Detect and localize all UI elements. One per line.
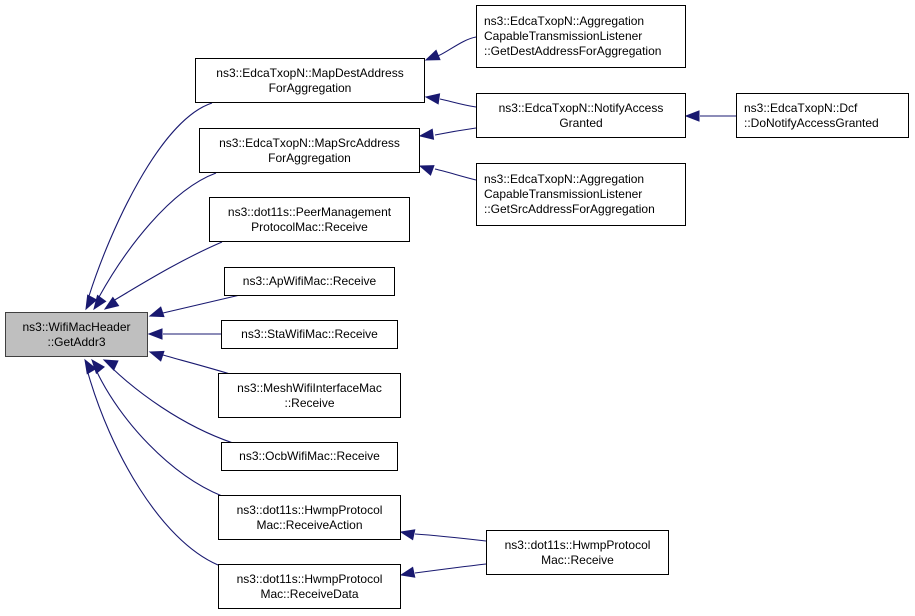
arrowhead-icon [424,49,441,61]
node-label-line: Mac::Receive [541,552,614,567]
node-notifyaccess[interactable]: ns3::EdcaTxopN::NotifyAccess Granted [476,93,686,138]
arrowhead-icon [93,294,107,311]
node-label-line: ns3::EdcaTxopN::Aggregation [484,172,645,186]
node-label-line: ns3::MeshWifiInterfaceMac [237,380,382,395]
node-dcfnotify[interactable]: ns3::EdcaTxopN::Dcf ::DoNotifyAccessGran… [736,93,909,138]
node-label-line: ForAggregation [268,80,352,95]
node-label-line: ns3::WifiMacHeader [22,319,131,334]
edge-hwmpreceive-to-hwmpaction [414,533,487,542]
node-label-line: ns3::EdcaTxopN::MapSrcAddress [219,135,400,150]
node-label-line: Mac::ReceiveData [260,586,359,601]
arrowhead-icon [85,294,98,311]
arrowhead-icon [399,566,416,578]
edge-peermgmt-to-getaddr3 [112,241,223,302]
node-apwifi[interactable]: ns3::ApWifiMac::Receive [224,267,395,296]
arrowhead-icon [148,350,165,362]
node-label-line: CapableTransmissionListener [484,29,643,43]
node-hwmpreceive[interactable]: ns3::dot11s::HwmpProtocol Mac::Receive [486,530,669,575]
edge-mapsrc-to-getaddr3 [98,172,217,298]
node-mapsrc[interactable]: ns3::EdcaTxopN::MapSrcAddress ForAggrega… [199,128,420,173]
edge-hwmpaction-to-getaddr3 [96,371,223,497]
edge-mapdest-to-getaddr3 [88,102,213,297]
arrowhead-icon [84,358,97,375]
node-label-line: Granted [559,115,603,130]
arrowhead-icon [147,328,163,340]
edge-apwifi-to-getaddr3 [162,294,241,314]
arrowhead-icon [418,165,435,176]
arrowhead-icon [424,93,441,105]
node-label-line: ns3::EdcaTxopN::Aggregation [484,14,645,28]
node-peermgmt[interactable]: ns3::dot11s::PeerManagement ProtocolMac:… [209,197,410,242]
edge-notifyaccess-to-mapsrc [434,127,477,136]
node-getdestagg[interactable]: ns3::EdcaTxopN::Aggregation CapableTrans… [476,5,686,68]
node-label-line: ns3::EdcaTxopN::Dcf [744,100,858,115]
node-label-line: ::Receive [284,395,335,410]
node-mapdest[interactable]: ns3::EdcaTxopN::MapDestAddress ForAggreg… [195,58,425,103]
arrowhead-icon [148,306,165,318]
node-ocbwifi[interactable]: ns3::OcbWifiMac::Receive [221,442,398,471]
node-hwmpdata[interactable]: ns3::dot11s::HwmpProtocol Mac::ReceiveDa… [218,564,401,609]
node-getaddr3: ns3::WifiMacHeader ::GetAddr3 [5,312,148,357]
node-label-line: ForAggregation [268,150,351,165]
node-label-line: ::DoNotifyAccessGranted [744,115,879,130]
node-label-line: ns3::EdcaTxopN::NotifyAccess [498,100,664,115]
edge-getsrcagg-to-mapsrc [434,168,477,181]
arrowhead-icon [103,296,120,310]
edge-hwmpdata-to-getaddr3 [87,372,219,566]
node-meshwifi[interactable]: ns3::MeshWifiInterfaceMac ::Receive [218,373,401,418]
node-stawifi[interactable]: ns3::StaWifiMac::Receive [221,320,398,349]
arrowhead-icon [418,128,435,140]
arrowhead-icon [91,358,105,375]
arrowhead-icon [102,359,119,371]
node-label-line: ns3::dot11s::PeerManagement [227,204,392,219]
node-label-line: ns3::OcbWifiMac::Receive [239,449,380,463]
edge-meshwifi-to-getaddr3 [162,354,231,375]
edge-ocbwifi-to-getaddr3 [111,367,234,444]
node-label-line: CapableTransmissionListener [484,187,643,201]
node-label-line: ns3::ApWifiMac::Receive [242,274,377,288]
node-label-line: ns3::StaWifiMac::Receive [241,327,378,341]
arrowhead-icon [399,529,416,541]
node-label-line: ::GetDestAddressForAggregation [484,44,662,58]
node-label-line: ::GetAddr3 [47,334,106,349]
node-label-line: ns3::dot11s::HwmpProtocol [236,502,383,517]
node-label-line: ::GetSrcAddressForAggregation [484,202,655,216]
node-hwmpaction[interactable]: ns3::dot11s::HwmpProtocol Mac::ReceiveAc… [218,495,401,540]
edge-getdestagg-to-mapdest [431,36,477,59]
node-label-line: ns3::dot11s::HwmpProtocol [236,571,383,586]
node-label-line: ProtocolMac::Receive [251,219,368,234]
node-label-line: ns3::dot11s::HwmpProtocol [504,537,651,552]
node-label-line: Mac::ReceiveAction [256,517,363,532]
arrowhead-icon [684,110,700,122]
node-label-line: ns3::EdcaTxopN::MapDestAddress [216,65,404,80]
edge-notifyaccess-to-mapdest [439,98,477,108]
node-getsrcagg[interactable]: ns3::EdcaTxopN::Aggregation CapableTrans… [476,163,686,226]
edge-hwmpreceive-to-hwmpdata [414,563,487,574]
